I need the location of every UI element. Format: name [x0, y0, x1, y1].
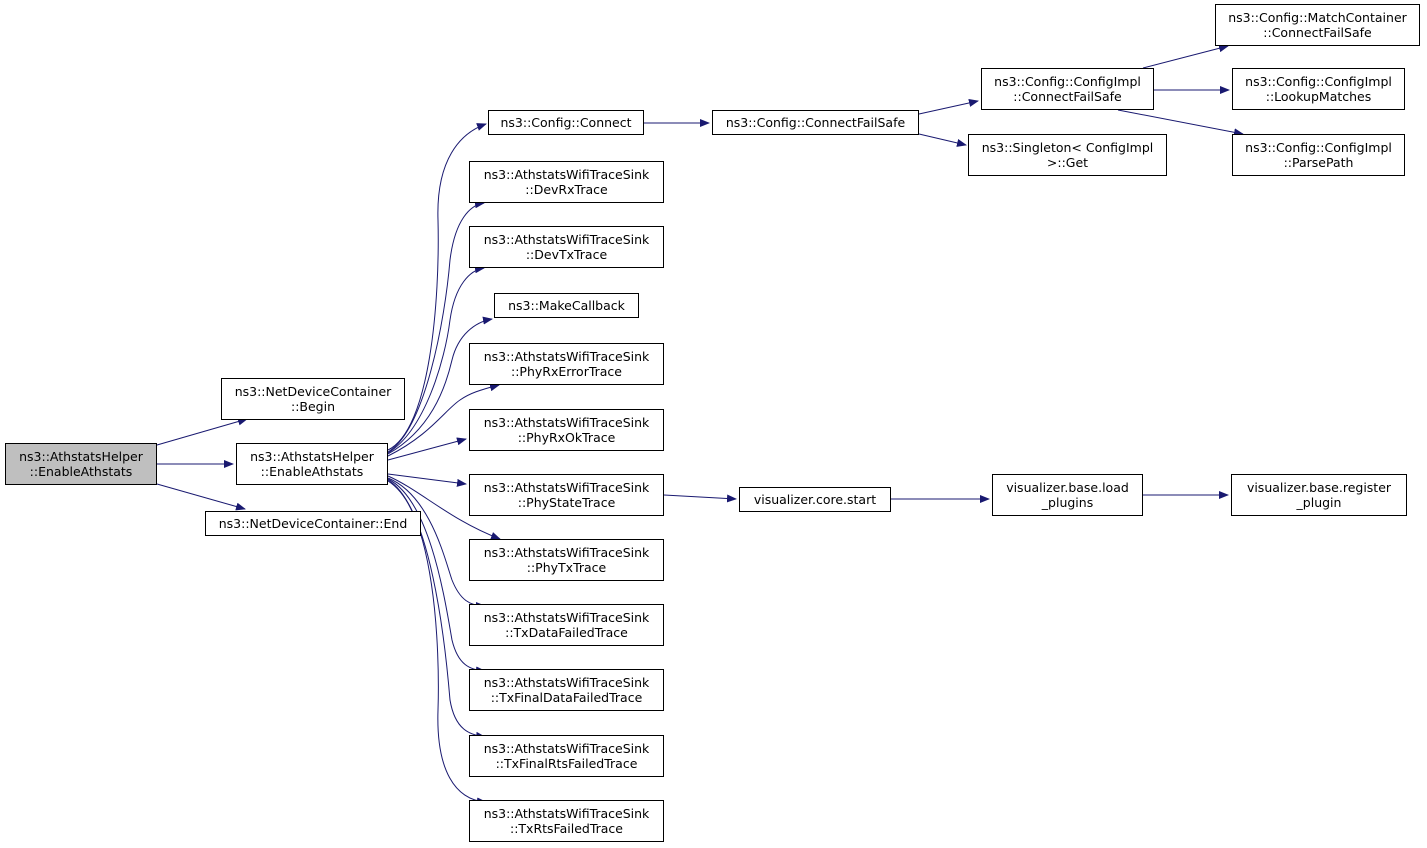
node-label-line: ::ParsePath — [1283, 155, 1354, 170]
node-label-line: ns3::AthstatsWifiTraceSink — [483, 349, 650, 364]
node-txrtsfail[interactable]: ns3::AthstatsWifiTraceSink::TxRtsFailedT… — [469, 800, 664, 842]
edge-helper2-to-phyrxerr — [387, 383, 500, 457]
node-label-line: ns3::AthstatsWifiTraceSink — [483, 415, 650, 430]
edge-cfg-cfs-to-impl-cfs — [918, 99, 979, 115]
node-label-line: visualizer.base.register — [1246, 480, 1392, 495]
edge-helper2-to-txdatafail — [387, 477, 486, 610]
node-label-line: ns3::AthstatsWifiTraceSink — [483, 806, 650, 821]
node-txdatafail[interactable]: ns3::AthstatsWifiTraceSink::TxDataFailed… — [469, 604, 664, 646]
node-ndc-end[interactable]: ns3::NetDeviceContainer::End — [205, 511, 421, 536]
node-label-line: ns3::AthstatsWifiTraceSink — [483, 167, 650, 182]
edge-root-to-ndc-begin — [156, 417, 248, 446]
node-label-line: ::TxDataFailedTrace — [505, 625, 628, 640]
node-phytx[interactable]: ns3::AthstatsWifiTraceSink::PhyTxTrace — [469, 539, 664, 581]
edge-root-to-ndc-end — [156, 483, 246, 511]
node-label-line: _plugin — [1296, 495, 1342, 510]
node-label-line: ::Begin — [290, 399, 336, 414]
node-label-line: ::DevRxTrace — [525, 182, 608, 197]
node-label-line: ns3::AthstatsHelper — [250, 449, 374, 464]
node-label-line: ns3::Config::MatchContainer — [1228, 10, 1407, 25]
edge-helper2-to-phytx — [387, 475, 501, 540]
edge-impl-cfs-to-parsepath — [1117, 109, 1244, 137]
node-label-line: ns3::NetDeviceContainer — [234, 384, 392, 399]
node-viz-load[interactable]: visualizer.base.load_plugins — [992, 474, 1143, 516]
node-label-line: ns3::AthstatsWifiTraceSink — [483, 232, 650, 247]
node-label-line: ns3::AthstatsWifiTraceSink — [483, 480, 650, 495]
node-label-line: visualizer.base.load — [1006, 480, 1129, 495]
edge-cfg-cfs-to-singleton — [918, 133, 967, 147]
node-label-line: _plugins — [1041, 495, 1094, 510]
node-helper2[interactable]: ns3::AthstatsHelper::EnableAthstats — [236, 443, 388, 485]
node-label-line: ::ConnectFailSafe — [1013, 89, 1122, 104]
edge-helper2-to-devtx — [387, 265, 485, 454]
node-viz-reg[interactable]: visualizer.base.register_plugin — [1231, 474, 1407, 516]
node-impl-cfs[interactable]: ns3::Config::ConfigImpl::ConnectFailSafe — [981, 68, 1154, 110]
edge-helper2-to-cfg-connect — [387, 123, 487, 451]
node-label-line: ns3::AthstatsHelper — [19, 449, 143, 464]
node-viz-start[interactable]: visualizer.core.start — [739, 487, 891, 512]
node-label-line: ns3::MakeCallback — [508, 298, 625, 313]
node-label-line: ns3::NetDeviceContainer::End — [218, 516, 408, 531]
edge-helper2-to-makecb — [387, 316, 493, 455]
node-txfinaldata[interactable]: ns3::AthstatsWifiTraceSink::TxFinalDataF… — [469, 669, 664, 711]
edge-impl-cfs-to-mc-cfs — [1142, 44, 1229, 69]
node-label-line: ::TxRtsFailedTrace — [510, 821, 623, 836]
node-label-line: ::EnableAthstats — [29, 464, 133, 479]
node-label-line: >::Get — [1046, 155, 1089, 170]
node-label-line: ::PhyRxOkTrace — [517, 430, 616, 445]
node-label-line: ::LookupMatches — [1265, 89, 1372, 104]
node-label-line: ::TxFinalRtsFailedTrace — [495, 756, 638, 771]
node-label-line: ::PhyTxTrace — [526, 560, 607, 575]
node-mc-cfs[interactable]: ns3::Config::MatchContainer::ConnectFail… — [1215, 4, 1420, 46]
node-singleton[interactable]: ns3::Singleton< ConfigImpl>::Get — [968, 134, 1167, 176]
node-cfg-connect[interactable]: ns3::Config::Connect — [488, 110, 644, 135]
node-parsepath[interactable]: ns3::Config::ConfigImpl::ParsePath — [1232, 134, 1405, 176]
node-label-line: ns3::Config::ConnectFailSafe — [725, 115, 906, 130]
node-ndc-begin[interactable]: ns3::NetDeviceContainer::Begin — [221, 378, 405, 420]
node-label-line: ns3::Config::Connect — [500, 115, 632, 130]
node-devtx[interactable]: ns3::AthstatsWifiTraceSink::DevTxTrace — [469, 226, 664, 268]
edge-phystate-to-viz-start — [663, 494, 737, 503]
node-label-line: ns3::Config::ConfigImpl — [994, 74, 1141, 89]
node-phystate[interactable]: ns3::AthstatsWifiTraceSink::PhyStateTrac… — [469, 474, 664, 516]
edge-helper2-to-phystate — [387, 473, 467, 487]
node-lookup[interactable]: ns3::Config::ConfigImpl::LookupMatches — [1232, 68, 1405, 110]
edge-helper2-to-phyrxok — [387, 437, 467, 461]
node-phyrxerr[interactable]: ns3::AthstatsWifiTraceSink::PhyRxErrorTr… — [469, 343, 664, 385]
node-root: ns3::AthstatsHelper::EnableAthstats — [5, 443, 157, 485]
node-label-line: ::PhyStateTrace — [517, 495, 616, 510]
node-label-line: ::TxFinalDataFailedTrace — [490, 690, 643, 705]
node-phyrxok[interactable]: ns3::AthstatsWifiTraceSink::PhyRxOkTrace — [469, 409, 664, 451]
node-label-line: visualizer.core.start — [753, 492, 877, 507]
node-label-line: ns3::AthstatsWifiTraceSink — [483, 545, 650, 560]
node-devrx[interactable]: ns3::AthstatsWifiTraceSink::DevRxTrace — [469, 161, 664, 203]
edge-helper2-to-txfinaldata — [387, 478, 486, 675]
node-label-line: ::PhyRxErrorTrace — [511, 364, 622, 379]
node-label-line: ns3::Singleton< ConfigImpl — [981, 140, 1154, 155]
node-txfinalrts[interactable]: ns3::AthstatsWifiTraceSink::TxFinalRtsFa… — [469, 735, 664, 777]
node-makecb[interactable]: ns3::MakeCallback — [494, 293, 639, 318]
node-label-line: ns3::Config::ConfigImpl — [1245, 140, 1392, 155]
edge-helper2-to-devrx — [387, 200, 485, 453]
node-label-line: ns3::AthstatsWifiTraceSink — [483, 610, 650, 625]
node-label-line: ns3::Config::ConfigImpl — [1245, 74, 1392, 89]
node-label-line: ns3::AthstatsWifiTraceSink — [483, 675, 650, 690]
node-label-line: ::DevTxTrace — [525, 247, 608, 262]
node-cfg-cfs[interactable]: ns3::Config::ConnectFailSafe — [712, 110, 919, 135]
node-label-line: ::ConnectFailSafe — [1263, 25, 1372, 40]
node-label-line: ::EnableAthstats — [260, 464, 364, 479]
node-label-line: ns3::AthstatsWifiTraceSink — [483, 741, 650, 756]
